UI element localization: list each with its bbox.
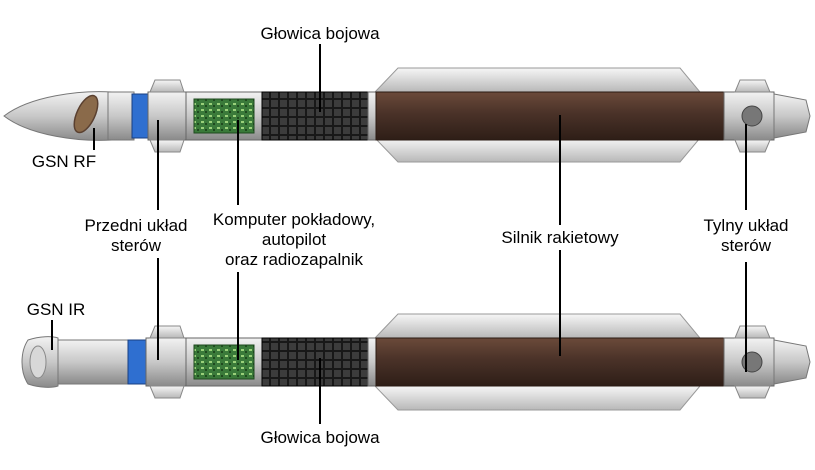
label-warhead-bottom: Głowica bojowa: [260, 428, 380, 447]
missile-ir: [21, 313, 811, 411]
front-fin-top-rf: [149, 79, 185, 93]
label-rear-fins-line2: sterów: [720, 236, 772, 255]
rear-fin-top-rf: [734, 79, 771, 93]
motor-fin-top-ir: [373, 313, 702, 339]
computer-board-ir: [193, 344, 255, 380]
front-actuator-rf: [131, 93, 149, 139]
motor-ir: [375, 337, 727, 387]
label-computer-line2: autopilot: [261, 230, 327, 249]
motor-rf: [375, 91, 727, 141]
front-actuator-ir: [127, 339, 147, 385]
label-warhead-top: Głowica bojowa: [260, 24, 380, 43]
label-computer-line1: Komputer pokładowy,: [212, 210, 376, 229]
label-gsn-ir: GSN IR: [26, 300, 86, 319]
leader-lines: [51, 44, 747, 424]
motor-fin-bottom: [373, 137, 702, 163]
computer-board-rf: [193, 98, 255, 134]
ir-seeker-body: [57, 339, 129, 385]
motor-fin-bottom-ir: [373, 385, 702, 411]
label-gsn-rf: GSN RF: [31, 152, 97, 171]
motor-fin-top: [373, 67, 702, 93]
rear-fin-top-ir: [734, 325, 771, 339]
label-computer: Komputer pokładowy, autopilot oraz radio…: [204, 210, 384, 270]
label-rear-fins: Tylny układ sterów: [686, 216, 806, 256]
label-front-fins: Przedni układ sterów: [66, 216, 206, 256]
label-front-fins-line1: Przedni układ: [84, 216, 188, 235]
label-computer-line3: oraz radiozapalnik: [225, 250, 363, 269]
label-front-fins-line2: sterów: [110, 236, 162, 255]
missile-rf: [3, 67, 811, 163]
label-rear-fins-line1: Tylny układ: [703, 216, 789, 235]
warhead-rf: [261, 91, 371, 141]
front-fin-bottom-ir: [149, 385, 185, 399]
nozzle-rf: [773, 93, 811, 139]
front-fin-bottom-rf: [149, 139, 185, 153]
radar-antenna: [73, 94, 99, 134]
label-motor: Silnik rakietowy: [501, 228, 619, 247]
front-fin-top-ir: [149, 325, 185, 339]
nozzle-ir: [773, 339, 811, 385]
rear-fin-bottom-ir: [734, 385, 771, 399]
rear-fin-bottom-rf: [734, 139, 771, 153]
warhead-ir: [261, 337, 371, 387]
